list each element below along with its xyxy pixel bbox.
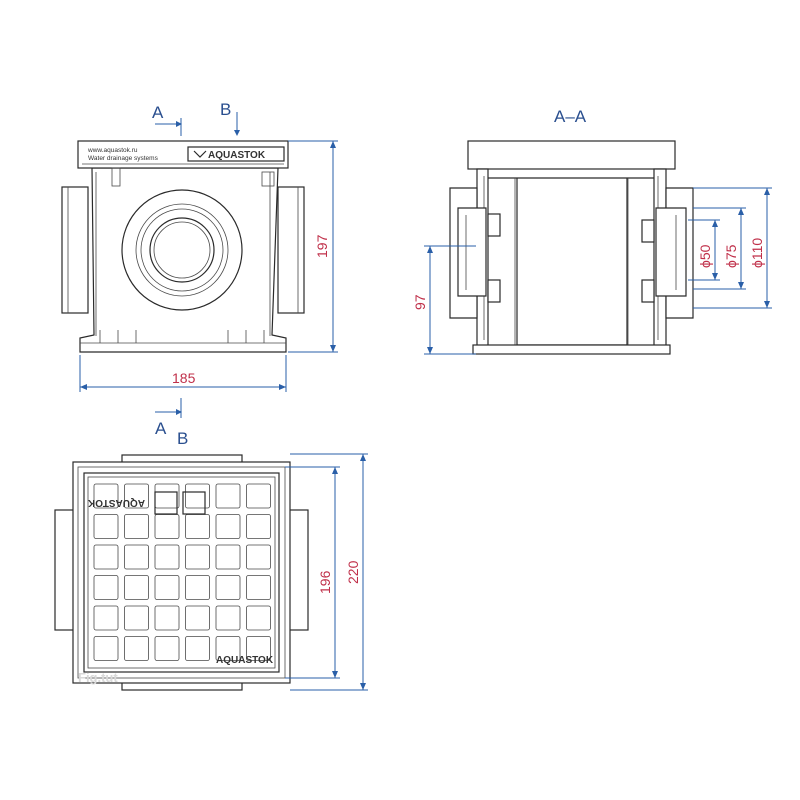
diameter-75-dimension: ϕ75 xyxy=(693,207,746,290)
grate-cell xyxy=(93,514,119,539)
watermark: Fig.tut xyxy=(78,670,118,685)
brand-plate xyxy=(187,146,285,162)
section-height-dimension: 97 xyxy=(412,245,476,355)
grate-cell xyxy=(154,575,180,600)
top-inner-dimension: 196 xyxy=(285,466,340,679)
front-view: www.aquastok.ru Water drainage systems A… xyxy=(61,140,305,353)
top-outer-dimension: 220 xyxy=(290,453,368,691)
grate-cell xyxy=(246,483,271,509)
section-title: A–A xyxy=(554,107,587,126)
top-outer-value: 220 xyxy=(345,560,361,584)
front-rim xyxy=(77,140,289,169)
grate-cell xyxy=(185,544,210,570)
top-outer-frame xyxy=(72,461,291,684)
grate-cell xyxy=(246,636,271,661)
tagline-text: Water drainage systems xyxy=(88,155,159,162)
grate-cell xyxy=(124,514,149,539)
grate-cell xyxy=(124,483,149,509)
diameter-75-value: ϕ75 xyxy=(723,244,739,268)
grate-cell xyxy=(124,544,149,570)
grate-cell xyxy=(215,575,241,600)
grate-slot xyxy=(182,491,206,515)
right-pipe xyxy=(277,186,305,314)
grate-cell xyxy=(93,483,119,509)
grate-cell xyxy=(215,483,241,509)
grate-cell xyxy=(215,544,241,570)
section-label-a: A xyxy=(152,103,164,122)
grate-cell xyxy=(215,605,241,631)
grate-cell xyxy=(154,605,180,631)
top-brand-lower: AQUASTOK xyxy=(216,655,274,666)
grate-cell xyxy=(93,544,119,570)
front-body xyxy=(79,167,287,353)
grate-cell xyxy=(124,605,149,631)
section-base xyxy=(472,344,671,355)
grate-cell xyxy=(185,575,210,600)
section-label-b: B xyxy=(220,100,231,119)
section-height-value: 97 xyxy=(412,294,428,310)
top-view: AQUASTOK AQUASTOK Fig.tut xyxy=(54,454,309,691)
top-inner-frame xyxy=(83,472,280,673)
grate-cell xyxy=(154,544,180,570)
grate-cell xyxy=(246,544,271,570)
diameter-50-dimension: ϕ50 xyxy=(688,219,720,281)
grate-cell xyxy=(124,575,149,600)
section-marker-b-top: B xyxy=(220,100,240,136)
section-view xyxy=(449,140,694,355)
section-marker-a-top: A xyxy=(152,103,182,136)
top-inner-value: 196 xyxy=(317,570,333,594)
grate-cell xyxy=(215,636,241,661)
grate-cell xyxy=(154,636,180,661)
bottom-label-b: B xyxy=(177,429,188,448)
grate-cell xyxy=(215,514,241,539)
website-text: www.aquastok.ru xyxy=(87,147,138,154)
top-brand-upper: AQUASTOK xyxy=(87,497,145,508)
diameter-50-value: ϕ50 xyxy=(697,244,713,268)
front-outlet xyxy=(121,189,243,311)
grate-cell xyxy=(185,636,210,661)
front-brand-text: AQUASTOK xyxy=(208,150,266,161)
grate-cell xyxy=(93,575,119,600)
left-pipe xyxy=(61,186,89,314)
grate-cell xyxy=(93,636,119,661)
grate-cell xyxy=(246,575,271,600)
grate-cell xyxy=(185,605,210,631)
grate-cell xyxy=(124,636,149,661)
section-rim xyxy=(467,140,676,170)
section-marker-bottom: A B xyxy=(155,398,188,448)
diameter-110-dimension: ϕ110 xyxy=(693,187,772,309)
section-right-pipe xyxy=(641,187,694,319)
grate-cell xyxy=(246,605,271,631)
bottom-label-a: A xyxy=(155,419,167,438)
front-height-value: 197 xyxy=(314,234,330,258)
front-width-dimension: 185 xyxy=(79,355,287,392)
front-width-value: 185 xyxy=(172,370,196,386)
grate-cell xyxy=(246,514,271,539)
grate-slot xyxy=(154,491,178,515)
grate xyxy=(93,483,271,661)
diameter-110-value: ϕ110 xyxy=(749,238,765,268)
grate-cell xyxy=(93,605,119,631)
grate-cell xyxy=(185,483,210,509)
brand-logo-icon xyxy=(193,150,207,158)
front-height-dimension: 197 xyxy=(288,140,338,353)
section-left-pipe xyxy=(449,187,501,319)
